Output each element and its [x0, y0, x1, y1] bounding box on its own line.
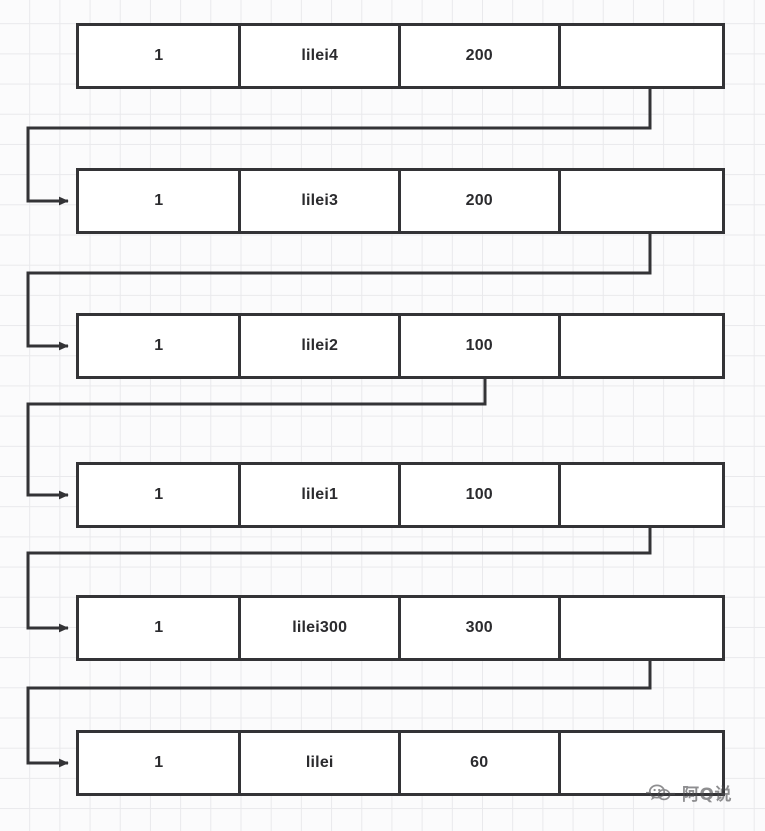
- watermark-text: 阿Q说: [682, 785, 732, 805]
- node-cell-name: lilei3: [241, 171, 401, 231]
- node-cell-next-pointer: [561, 171, 722, 231]
- node-cell-flag: 1: [79, 733, 242, 793]
- wechat-icon: [646, 784, 675, 800]
- node-cell-next-pointer: [561, 316, 722, 376]
- watermark: 阿Q说: [645, 780, 732, 805]
- node-row[interactable]: 1 lilei300 300: [76, 595, 725, 661]
- node-cell-name: lilei1: [241, 465, 401, 525]
- node-row[interactable]: 1 lilei1 100: [76, 462, 725, 528]
- node-cell-name: lilei2: [241, 316, 401, 376]
- node-cell-next-pointer: [561, 598, 722, 658]
- node-row[interactable]: 1 lilei 60: [76, 730, 725, 796]
- node-row[interactable]: 1 lilei3 200: [76, 168, 725, 234]
- node-cell-next-pointer: [561, 26, 722, 86]
- node-cell-value: 200: [401, 26, 561, 86]
- node-cell-name: lilei300: [241, 598, 401, 658]
- node-cell-name: lilei4: [241, 26, 401, 86]
- node-row[interactable]: 1 lilei4 200: [76, 23, 725, 89]
- node-cell-flag: 1: [79, 26, 242, 86]
- node-cell-next-pointer: [561, 465, 722, 525]
- node-cell-value: 60: [401, 733, 561, 793]
- node-row[interactable]: 1 lilei2 100: [76, 313, 725, 379]
- node-cell-flag: 1: [79, 598, 242, 658]
- node-cell-value: 300: [401, 598, 561, 658]
- node-cell-value: 100: [401, 465, 561, 525]
- node-cell-value: 100: [401, 316, 561, 376]
- node-cell-flag: 1: [79, 465, 242, 525]
- node-cell-flag: 1: [79, 316, 242, 376]
- node-cell-name: lilei: [241, 733, 401, 793]
- node-cell-flag: 1: [79, 171, 242, 231]
- node-cell-value: 200: [401, 171, 561, 231]
